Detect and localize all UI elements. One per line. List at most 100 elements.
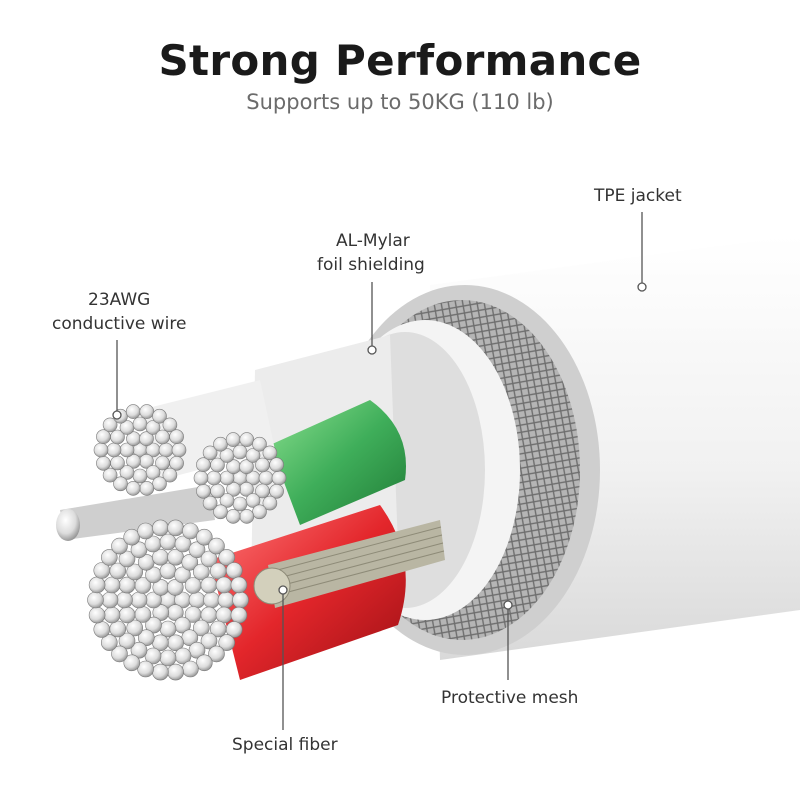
strand-end — [208, 645, 225, 663]
strand-end — [111, 645, 128, 663]
page-title: Strong Performance — [158, 36, 642, 85]
strand-end — [169, 429, 184, 445]
strand-end — [188, 541, 206, 559]
strand-end — [101, 549, 118, 566]
label-al-mylar-line2: foil shielding — [317, 255, 425, 275]
strand-end — [109, 620, 127, 638]
strand-end — [226, 481, 241, 497]
strand-end — [102, 467, 118, 483]
strand-end — [152, 476, 167, 492]
strand-end — [188, 591, 206, 609]
strand-end — [123, 654, 141, 672]
strand-end — [230, 606, 248, 624]
strand-end — [159, 649, 177, 667]
strand-end — [193, 563, 210, 581]
strand-end — [159, 533, 177, 551]
strand-end — [271, 470, 287, 486]
strand-end — [88, 606, 106, 624]
page-subtitle: Supports up to 50KG (110 lb) — [246, 90, 554, 114]
strand-end — [218, 549, 235, 566]
strand-end — [174, 566, 191, 584]
strand-end — [93, 562, 111, 579]
strand-end — [196, 528, 213, 546]
strand-end — [202, 495, 218, 511]
strand-end — [88, 576, 106, 594]
strand-end — [101, 591, 119, 609]
conductor-strands-red — [87, 519, 249, 681]
strand-end — [87, 591, 104, 609]
strand-end — [200, 550, 218, 568]
strand-end — [169, 455, 184, 471]
strand-end — [139, 404, 155, 419]
strand-end — [225, 562, 243, 579]
strand-end — [167, 519, 184, 537]
strand-end — [101, 634, 118, 651]
label-special-fiber: Special fiber — [232, 735, 338, 755]
strand-end — [145, 616, 162, 634]
strand-end — [230, 576, 248, 594]
label-awg-line1: 23AWG — [88, 290, 151, 310]
strand-end — [200, 576, 218, 594]
strand-end — [213, 504, 228, 520]
strand-end — [162, 417, 178, 433]
strand-end — [118, 606, 136, 624]
strand-end — [258, 470, 274, 486]
strand-end — [188, 641, 206, 659]
strand-end — [110, 455, 125, 471]
strand-end — [93, 621, 111, 638]
strand-end — [225, 509, 241, 524]
strand-end — [152, 408, 167, 424]
strand-end — [103, 606, 121, 624]
strand-end — [209, 562, 227, 580]
strand-end — [139, 431, 154, 447]
strand-end — [119, 465, 135, 480]
strand-end — [132, 468, 148, 484]
strand-end — [196, 457, 211, 473]
strand-end — [219, 493, 235, 508]
strand-end — [218, 634, 235, 651]
strand-end — [196, 483, 211, 499]
strand-end — [125, 481, 141, 496]
strand-end — [144, 647, 162, 665]
strand-end — [184, 577, 202, 594]
strand-end — [232, 444, 248, 460]
strand-end — [116, 591, 133, 609]
strand-end — [159, 562, 177, 580]
strand-end — [130, 591, 148, 609]
strand-end — [269, 483, 284, 499]
strand-end — [139, 481, 155, 496]
strand-end — [125, 404, 141, 419]
strand-end — [215, 576, 233, 594]
strand-end — [118, 632, 136, 650]
strand-end — [134, 606, 152, 623]
strand-end — [132, 416, 148, 432]
strand-end — [225, 432, 241, 447]
strand-end — [130, 541, 148, 559]
strand-end — [123, 528, 140, 546]
strand-end — [217, 591, 235, 609]
strand-end — [126, 453, 141, 469]
strand-end — [193, 470, 209, 486]
strand-end — [171, 442, 187, 458]
strand-end — [152, 519, 169, 537]
strand-end — [203, 591, 220, 609]
strand-end — [138, 629, 155, 647]
strand-end — [130, 641, 148, 659]
strand-end — [93, 442, 109, 458]
strand-end — [239, 509, 255, 524]
strand-end — [252, 436, 267, 452]
strand-end — [159, 620, 177, 638]
strand-end — [152, 604, 170, 621]
strand-end — [106, 442, 122, 458]
strand-end — [167, 579, 184, 596]
strand-end — [162, 467, 178, 483]
strand-end — [182, 660, 199, 678]
strand-end — [155, 429, 170, 445]
strand-end — [103, 576, 121, 594]
label-al-mylar-line1: AL-Mylar — [336, 231, 410, 251]
strand-end — [152, 663, 169, 681]
label-protective-mesh: Protective mesh — [441, 688, 579, 708]
strand-end — [158, 442, 174, 458]
strand-end — [193, 619, 210, 637]
